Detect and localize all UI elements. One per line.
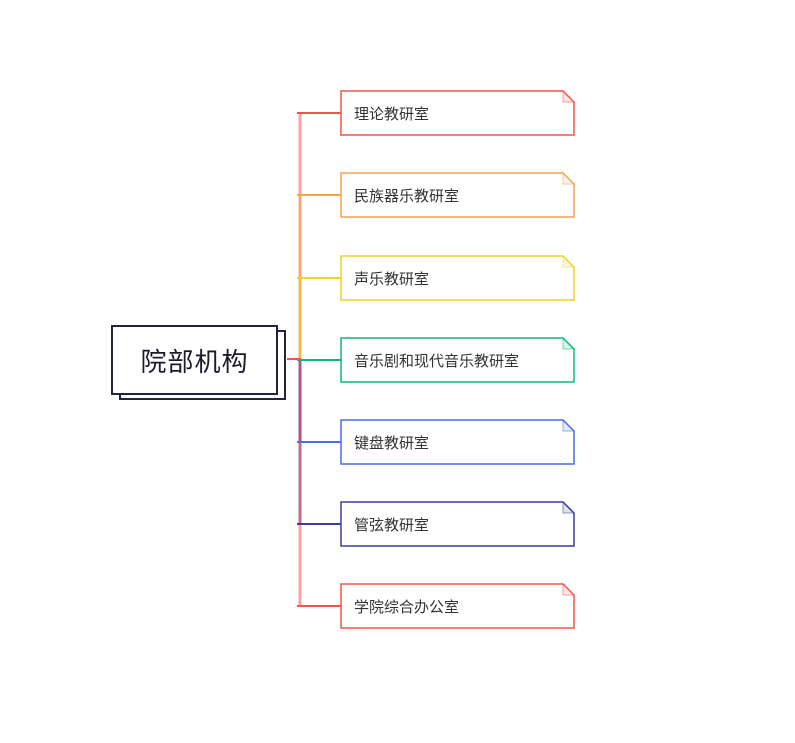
branch-node-label: 声乐教研室 — [354, 270, 430, 288]
note-shape-icon — [340, 172, 575, 218]
branch-node-1[interactable]: 理论教研室 — [340, 90, 575, 136]
branch-node-5[interactable]: 键盘教研室 — [340, 419, 575, 465]
branch-node-7[interactable]: 学院综合办公室 — [340, 583, 575, 629]
branch-node-label: 管弦教研室 — [354, 516, 430, 534]
note-shape-icon — [340, 583, 575, 629]
branch-node-3[interactable]: 声乐教研室 — [340, 255, 575, 301]
root-node[interactable]: 院部机构 — [111, 325, 278, 395]
note-shape-icon — [340, 501, 575, 547]
note-shape-icon — [340, 337, 575, 383]
branch-node-2[interactable]: 民族器乐教研室 — [340, 172, 575, 218]
branch-node-label: 理论教研室 — [354, 105, 430, 123]
root-node-label: 院部机构 — [140, 346, 249, 377]
note-shape-icon — [340, 90, 575, 136]
branch-node-6[interactable]: 管弦教研室 — [340, 501, 575, 547]
note-shape-icon — [340, 419, 575, 465]
branch-node-4[interactable]: 音乐剧和现代音乐教研室 — [340, 337, 575, 383]
branch-node-label: 学院综合办公室 — [354, 598, 460, 616]
branch-node-label: 键盘教研室 — [354, 434, 430, 452]
branch-node-label: 民族器乐教研室 — [354, 187, 460, 205]
note-shape-icon — [340, 255, 575, 301]
branch-node-label: 音乐剧和现代音乐教研室 — [354, 352, 520, 370]
